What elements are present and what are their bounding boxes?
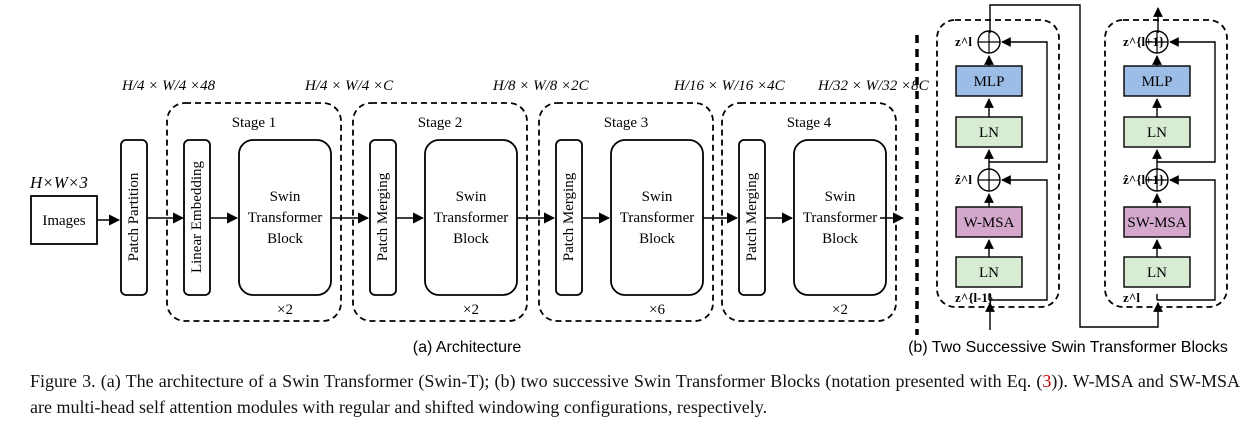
swin-block-label-line: Swin (642, 189, 673, 205)
stage-boundary (352, 102, 528, 322)
layernorm-box (955, 116, 1023, 148)
z-out-label: z^l (955, 34, 972, 49)
stage-title: Stage 4 (787, 115, 832, 131)
stage-repeat-count: ×6 (649, 302, 665, 318)
swin-block-label-line: Block (822, 231, 858, 247)
patch-partition-label: Patch Partition (126, 172, 142, 261)
z-hat-label: ẑ^{l+1} (1123, 172, 1164, 187)
dims-label-4: H/32 × W/32 ×8C (817, 78, 930, 94)
swin-block-right: MLP LN SW-MSA LN z^{l+1} ẑ^{l+1} z^l (1104, 19, 1228, 308)
attention-label: SW-MSA (1127, 215, 1186, 231)
patch-merging-label: Patch Merging (561, 172, 577, 261)
dims-label-2: H/8 × W/8 ×2C (492, 78, 590, 94)
caption-text-2: )). W-MSA and SW-MSA are multi-head self… (30, 371, 1240, 417)
layernorm-label: LN (979, 125, 999, 141)
swin-block-label-line: Swin (270, 189, 301, 205)
stage-title: Stage 1 (232, 115, 277, 131)
layernorm-label: LN (1147, 125, 1167, 141)
input-dims-label: H×W×3 (29, 173, 88, 192)
patch-merging-label: Patch Merging (744, 172, 760, 261)
z-in-label: z^{l-1} (955, 290, 993, 305)
swin-block-label-line: Swin (456, 189, 487, 205)
stage-repeat-count: ×2 (463, 302, 479, 318)
swin-block-left: MLP LN W-MSA LN z^l ẑ^l z^{l-1} (936, 19, 1060, 308)
stage-boundary (721, 102, 897, 322)
images-box (30, 195, 98, 245)
swin-block-label-line: Transformer (434, 210, 508, 226)
layernorm-box (1123, 116, 1191, 148)
z-out-label: z^{l+1} (1123, 34, 1164, 49)
adder-top-icon (1145, 30, 1169, 54)
patch-merging-label: Patch Merging (375, 172, 391, 261)
swin-block-label-line: Transformer (248, 210, 322, 226)
mlp-box (955, 65, 1023, 97)
swin-block-label-line: Block (453, 231, 489, 247)
caption-equation-ref[interactable]: 3 (1042, 371, 1052, 391)
stage-boundary (538, 102, 714, 322)
swin-block-label-line: Swin (825, 189, 856, 205)
swin-block-label-line: Transformer (620, 210, 694, 226)
residual-connection-1 (1156, 180, 1216, 301)
layernorm-box (1123, 256, 1191, 288)
swin-block-label-line: Block (639, 231, 675, 247)
adder-bottom-icon (977, 168, 1001, 192)
layernorm-box (955, 256, 1023, 288)
attention-label: W-MSA (964, 215, 1015, 231)
stage-repeat-count: ×2 (277, 302, 293, 318)
layernorm-label: LN (1147, 265, 1167, 281)
figure-caption: Figure 3. (a) The architecture of a Swin… (30, 368, 1240, 420)
dims-label-1: H/4 × W/4 ×C (304, 78, 394, 94)
residual-connection-2 (1157, 37, 1216, 163)
residual-connection-2 (989, 37, 1048, 163)
z-hat-label: ẑ^l (955, 172, 972, 187)
mlp-box (1123, 65, 1191, 97)
swin-block-label-line: Transformer (803, 210, 877, 226)
z-in-label: z^l (1123, 290, 1140, 305)
images-label: Images (42, 213, 85, 229)
mlp-label: MLP (974, 74, 1005, 90)
swin-block-label-line: Block (267, 231, 303, 247)
subcaption-architecture: (a) Architecture (413, 339, 522, 356)
stage-2: Stage 2 Patch Merging SwinTransformerBlock… (352, 102, 556, 322)
stage-boundary (166, 102, 342, 322)
block-boundary (936, 19, 1060, 308)
layernorm-label: LN (979, 265, 999, 281)
residual-connection-1 (988, 180, 1048, 301)
linear-embedding-label: Linear Embedding (189, 160, 205, 273)
stage-1: Stage 1 Linear Embedding SwinTransformerBl… (166, 102, 370, 322)
stage-repeat-count: ×2 (832, 302, 848, 318)
stage-3: Stage 3 Patch Merging SwinTransformerBlock… (538, 102, 739, 322)
dims-label-0: H/4 × W/4 ×48 (121, 78, 216, 94)
arrow-block-connection (989, 4, 1163, 328)
adder-top-icon (977, 30, 1001, 54)
block-boundary (1104, 19, 1228, 308)
stage-title: Stage 2 (418, 115, 463, 131)
subcaption-blocks: (b) Two Successive Swin Transformer Bloc… (908, 339, 1228, 356)
dims-label-3: H/16 × W/16 ×4C (673, 78, 786, 94)
stage-4: Stage 4 Patch Merging SwinTransformerBlock… (721, 102, 897, 322)
caption-text-1: Figure 3. (a) The architecture of a Swin… (30, 371, 1043, 391)
stage-title: Stage 3 (604, 115, 649, 131)
mlp-label: MLP (1142, 74, 1173, 90)
